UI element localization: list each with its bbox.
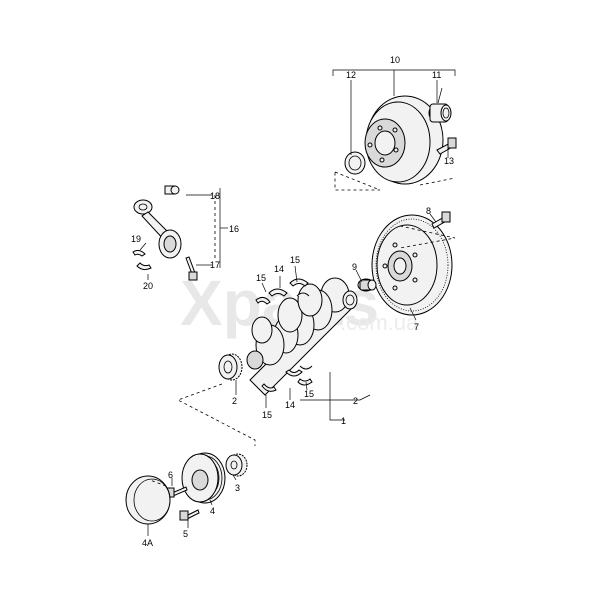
label-12: 12 xyxy=(346,70,356,80)
label-10: 10 xyxy=(390,55,400,65)
pulley-bolt-5 xyxy=(179,509,200,521)
label-8: 8 xyxy=(426,206,431,216)
vibration-damper-pulley xyxy=(181,452,226,504)
dual-mass-flywheel-assembly xyxy=(334,95,456,191)
label-16: 16 xyxy=(229,224,239,234)
label-20: 20 xyxy=(143,281,153,291)
timing-sprocket xyxy=(225,453,248,477)
end-cover-cap xyxy=(125,475,171,525)
label-11: 11 xyxy=(432,70,441,80)
pilot-bearing xyxy=(357,278,377,292)
label-4a: 4A xyxy=(142,538,153,548)
conrod-small-end-bushing xyxy=(164,185,180,195)
flywheel xyxy=(371,214,453,316)
label-15-upper-right: 15 xyxy=(290,255,300,265)
label-7: 7 xyxy=(414,322,419,332)
conrod-bolt xyxy=(185,256,198,281)
label-1: 1 xyxy=(341,416,346,426)
connecting-rod xyxy=(133,199,182,259)
needle-bearing xyxy=(428,103,452,123)
conrod-bearing-shells xyxy=(132,249,152,271)
label-15-lower-right: 15 xyxy=(304,389,314,399)
label-15-upper-left: 15 xyxy=(256,273,266,283)
label-18: 18 xyxy=(210,191,220,201)
flywheel-bolt-8 xyxy=(431,211,451,229)
seal-ring xyxy=(344,151,366,175)
label-14-lower: 14 xyxy=(285,400,295,410)
label-17: 17 xyxy=(210,260,220,270)
label-19: 19 xyxy=(131,234,141,244)
label-4: 4 xyxy=(210,506,215,516)
label-15-lower-left: 15 xyxy=(262,410,272,420)
label-14-upper: 14 xyxy=(274,264,284,274)
flywheel-bolt-13 xyxy=(436,137,457,155)
main-bearing-shells-upper xyxy=(255,278,310,305)
label-9: 9 xyxy=(352,262,357,272)
label-6: 6 xyxy=(168,470,173,480)
crank-sprocket xyxy=(218,353,243,381)
label-2-sprocket: 2 xyxy=(232,396,237,406)
label-2-bracket: 2 xyxy=(353,396,358,406)
label-13: 13 xyxy=(444,156,454,166)
label-3: 3 xyxy=(235,483,240,493)
main-bearing-shells-lower xyxy=(261,365,313,392)
crankshaft xyxy=(246,277,358,396)
label-5: 5 xyxy=(183,529,188,539)
